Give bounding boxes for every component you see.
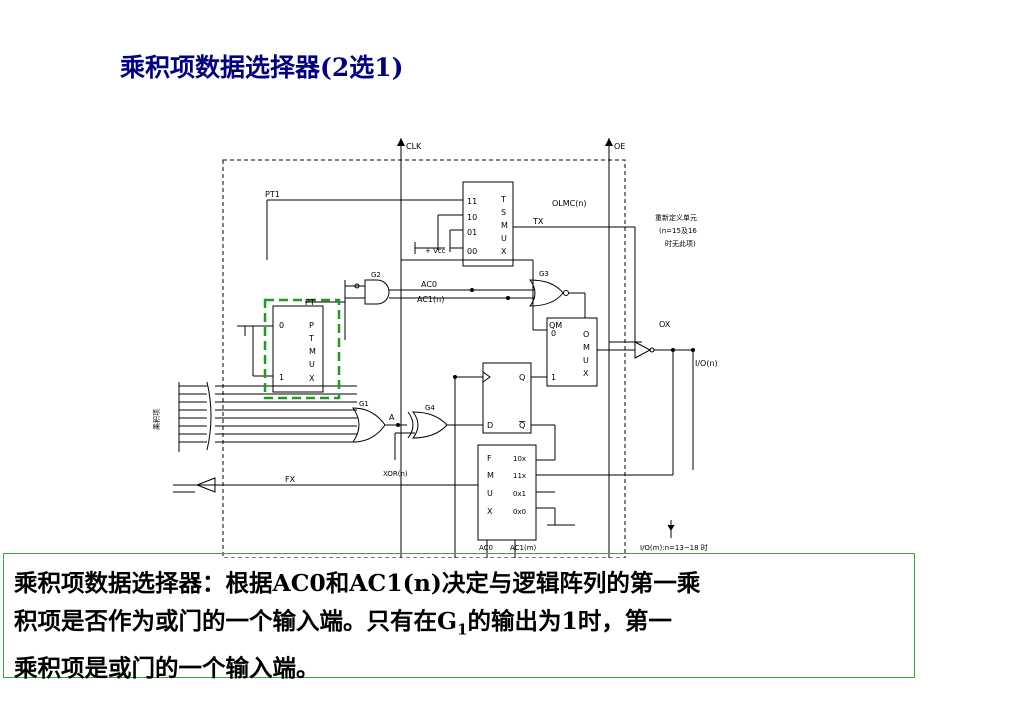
g1-or-gate bbox=[352, 407, 386, 443]
tx-label: TX bbox=[532, 217, 544, 226]
ptmux-letter-4: U bbox=[309, 360, 315, 369]
q-label: Q bbox=[519, 373, 525, 382]
note-line-2-subscript: 1 bbox=[457, 620, 468, 639]
fmux-letter-1: F bbox=[487, 454, 492, 463]
fmux-input-0x1: 0x1 bbox=[513, 490, 526, 498]
d-label: D bbox=[487, 421, 493, 430]
omux-letter-4: X bbox=[583, 369, 589, 378]
tsmux-letter-3: M bbox=[501, 221, 508, 230]
g3-or-gate bbox=[528, 279, 564, 307]
ptmux-letter-3: M bbox=[309, 347, 316, 356]
note-line-2: (n=15及16 bbox=[659, 227, 697, 235]
fmux-letter-3: U bbox=[487, 489, 493, 498]
note-line-1: 重新定义单元 bbox=[655, 213, 697, 222]
omux-input-1: 1 bbox=[551, 373, 556, 382]
tsmux-letter-5: X bbox=[501, 247, 507, 256]
tsmux-letter-1: T bbox=[500, 195, 506, 204]
bottom-io-label: I/O(m):n=13~18 时 bbox=[640, 543, 708, 552]
explanation-box: 乘积项数据选择器：根据AC0和AC1(n)决定与逻辑阵列的第一乘 积项是否作为或… bbox=[3, 553, 915, 682]
fmux-input-11x: 11x bbox=[513, 472, 526, 480]
vcc-label: + Vcc bbox=[425, 247, 446, 255]
oe-label: OE bbox=[614, 142, 625, 151]
omux-title: QM bbox=[549, 321, 562, 330]
ptmux-letter-1: P bbox=[309, 321, 314, 330]
fx-buffer bbox=[195, 477, 216, 493]
g4-label: G4 bbox=[425, 404, 435, 412]
tsmux-box bbox=[462, 181, 514, 267]
olmc-label: OLMC(n) bbox=[552, 199, 587, 208]
omux-letter-1: O bbox=[583, 330, 589, 339]
tsmux-letter-4: U bbox=[501, 234, 507, 243]
omux-box bbox=[546, 317, 598, 387]
tsmux-letter-2: S bbox=[501, 208, 506, 217]
slide-title: 乘积项数据选择器(2选1) bbox=[120, 53, 404, 82]
fx-label: FX bbox=[285, 475, 296, 484]
note-line-1: 乘积项数据选择器：根据AC0和AC1(n)决定与逻辑阵列的第一乘 bbox=[14, 569, 701, 597]
qbar-label: Q bbox=[519, 421, 525, 430]
note-line-3: 乘积项是或门的一个输入端。 bbox=[14, 653, 320, 682]
ptmux-input-0: 0 bbox=[279, 321, 284, 330]
output-buffer bbox=[634, 341, 652, 359]
note-line-3: 时无此项) bbox=[665, 239, 696, 248]
olmc-logic-diagram: CLK OE PT1 T S M U X 11 10 01 00 OLMC(n)… bbox=[145, 130, 755, 558]
g2-and-gate bbox=[364, 279, 390, 305]
note-line-2-start: 积项是否作为或门的一个输入端。只有在G bbox=[14, 607, 458, 635]
ox-label: OX bbox=[659, 320, 671, 329]
fmux-input-10x: 10x bbox=[513, 455, 526, 463]
tsmux-input-00: 00 bbox=[467, 247, 477, 256]
io-n-label: I/O(n) bbox=[695, 359, 718, 368]
note-line-2-end: 的输出为1时，第一 bbox=[467, 607, 672, 635]
ptmux-highlight bbox=[263, 298, 341, 400]
g1-label: G1 bbox=[359, 400, 369, 408]
ptmux-input-1: 1 bbox=[279, 373, 284, 382]
fmux-input-0x0: 0x0 bbox=[513, 508, 526, 516]
fmux-letter-2: M bbox=[487, 471, 494, 480]
fmux-letter-4: X bbox=[487, 507, 493, 516]
omux-letter-2: M bbox=[583, 343, 590, 352]
ac1n-label: AC1(n) bbox=[417, 295, 444, 304]
xor-label: XOR(n) bbox=[383, 470, 408, 478]
tsmux-input-10: 10 bbox=[467, 213, 477, 222]
g3-label: G3 bbox=[539, 270, 549, 278]
clk-label: CLK bbox=[406, 142, 422, 151]
a-label: A bbox=[389, 413, 395, 422]
ptmux-letter-2: T bbox=[308, 334, 314, 343]
tsmux-input-01: 01 bbox=[467, 228, 477, 237]
g4-xor-gate bbox=[411, 411, 448, 439]
pt1-label: PT1 bbox=[265, 190, 280, 199]
omux-input-0: 0 bbox=[551, 329, 556, 338]
bottom-ac1-label: AC1(m) bbox=[510, 544, 537, 552]
pt-label: PT bbox=[305, 298, 315, 307]
note-line-2: 积项是否作为或门的一个输入端。只有在G1的输出为1时，第一 bbox=[14, 602, 904, 649]
bottom-ac0-label: AC0 bbox=[479, 544, 493, 552]
tsmux-input-11: 11 bbox=[467, 197, 477, 206]
omux-letter-3: U bbox=[583, 356, 589, 365]
olmc-boundary bbox=[222, 159, 626, 558]
g2-label: G2 bbox=[371, 271, 381, 279]
ptmux-letter-5: X bbox=[309, 374, 315, 383]
product-term-label: 乘积项 bbox=[152, 409, 161, 430]
d-flipflop bbox=[482, 362, 532, 434]
ptmux-box bbox=[272, 305, 324, 393]
ac0-label: AC0 bbox=[421, 280, 437, 289]
